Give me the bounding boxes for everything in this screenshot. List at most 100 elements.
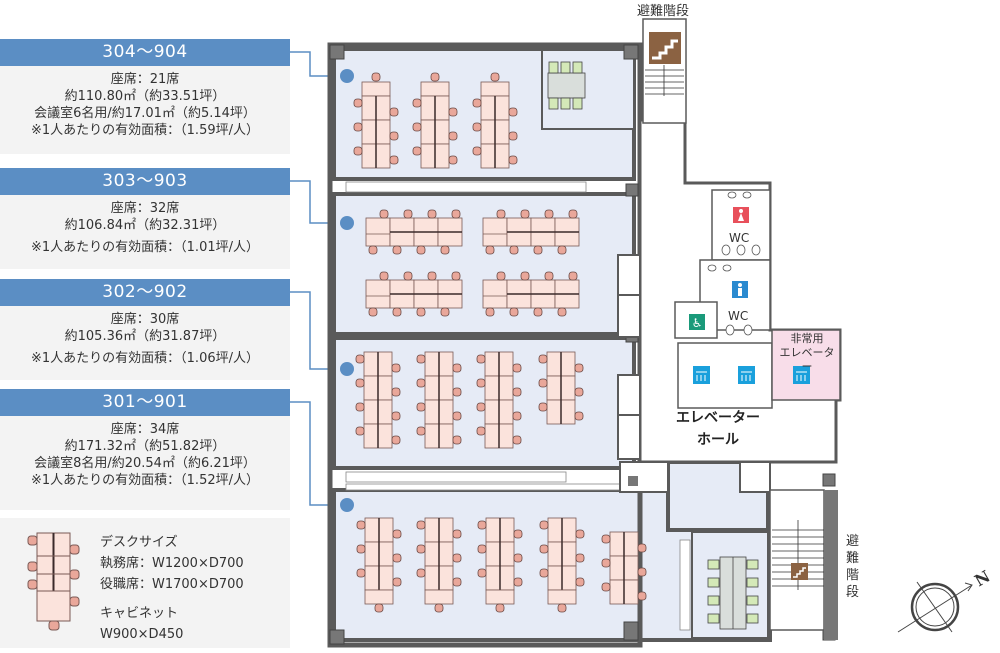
- chair: [539, 568, 549, 578]
- meeting-chair: [560, 97, 571, 110]
- chair: [416, 520, 426, 530]
- meeting-chair: [548, 61, 559, 74]
- stairs-side-label: 避難階段: [846, 534, 860, 600]
- chair: [427, 209, 437, 219]
- chair: [476, 426, 486, 436]
- meeting-chair: [746, 577, 759, 588]
- legend-title: デスクサイズ: [100, 535, 178, 550]
- unit-panel-301: 301〜901 座席：34席 約171.32㎡（約51.82坪） 会議室8名用/…: [0, 389, 290, 510]
- desk-legend: デスクサイズ 執務席：W1200×D700 役職席：W1700×D700 キャビ…: [0, 518, 290, 648]
- chair: [574, 411, 584, 421]
- legend-exec-desk: 役職席：W1700×D700: [100, 577, 244, 592]
- chair: [355, 354, 365, 364]
- chair: [452, 577, 462, 587]
- chair: [416, 378, 426, 388]
- unit-panel-304: 304〜904 座席：21席 約110.80㎡（約33.51坪） 会議室6名用/…: [0, 39, 290, 154]
- chair: [416, 307, 426, 317]
- seat-count: 座席：21席: [110, 72, 180, 87]
- unit-title: 302〜902: [0, 279, 290, 306]
- chair: [520, 271, 530, 281]
- chair: [389, 131, 399, 141]
- meeting-chair: [707, 577, 720, 588]
- chair: [539, 520, 549, 530]
- unit-details: 座席：30席 約105.36㎡（約31.87坪） ※1人あたりの有効面積：（1.…: [0, 306, 290, 380]
- unit-panel-303: 303〜903 座席：32席 約106.84㎡（約32.31坪） ※1人あたりの…: [0, 168, 290, 269]
- area: 約171.32㎡（約51.82坪）: [64, 439, 226, 454]
- chair: [452, 363, 462, 373]
- chair: [476, 378, 486, 388]
- chair: [356, 544, 366, 554]
- cabinet: [361, 81, 391, 97]
- chair: [513, 553, 523, 563]
- chair: [496, 209, 506, 219]
- chair: [392, 577, 402, 587]
- chair: [371, 72, 381, 82]
- chair: [403, 209, 413, 219]
- chair: [412, 146, 422, 156]
- chair: [568, 209, 578, 219]
- chair: [508, 155, 518, 165]
- chair: [451, 271, 461, 281]
- chair: [416, 544, 426, 554]
- chair: [533, 307, 543, 317]
- chair: [512, 435, 522, 445]
- chair: [416, 568, 426, 578]
- chair: [355, 378, 365, 388]
- desk: [482, 279, 508, 309]
- chair: [538, 378, 548, 388]
- elevator-hall-label: エレベーター ホール: [676, 410, 760, 448]
- chair: [509, 245, 519, 255]
- meeting-table: [547, 72, 586, 99]
- wc-label-female: WC: [729, 231, 750, 245]
- area: 約106.84㎡（約32.31坪）: [64, 218, 226, 233]
- chair: [440, 307, 450, 317]
- chair: [434, 603, 444, 613]
- chair: [472, 122, 482, 132]
- chair: [637, 567, 647, 577]
- unit-details: 座席：34席 約171.32㎡（約51.82坪） 会議室8名用/約20.54㎡（…: [0, 416, 290, 510]
- cabinet-rows: [345, 181, 691, 631]
- chair: [356, 520, 366, 530]
- chair: [508, 131, 518, 141]
- chair: [412, 122, 422, 132]
- chair: [389, 155, 399, 165]
- marker-301: [340, 498, 354, 512]
- chair: [601, 582, 611, 592]
- chair: [368, 245, 378, 255]
- chair: [495, 603, 505, 613]
- chair: [452, 411, 462, 421]
- chair: [356, 568, 366, 578]
- chair: [353, 146, 363, 156]
- stairs-top-label: 避難階段: [637, 4, 690, 19]
- area-per-person: ※1人あたりの有効面積：（1.59坪/人）: [31, 123, 259, 138]
- legend-cabinet-size: W900×D450: [100, 627, 184, 642]
- chair: [490, 72, 500, 82]
- core: ♿: [617, 18, 842, 640]
- desk: [482, 217, 508, 247]
- unit-title: 303〜903: [0, 168, 290, 195]
- chair: [544, 209, 554, 219]
- svg-text:♿: ♿: [692, 316, 703, 330]
- chair: [353, 98, 363, 108]
- seat-count: 座席：32席: [110, 201, 180, 216]
- chair: [601, 534, 611, 544]
- chair: [416, 402, 426, 412]
- chair: [568, 271, 578, 281]
- meeting-chair: [572, 61, 583, 74]
- chair: [476, 402, 486, 412]
- chair: [574, 363, 584, 373]
- chair: [430, 72, 440, 82]
- chair: [392, 307, 402, 317]
- unit-markers: [340, 69, 354, 512]
- chair: [379, 271, 389, 281]
- chair: [544, 271, 554, 281]
- chair: [472, 98, 482, 108]
- chair: [476, 354, 486, 364]
- chair: [452, 435, 462, 445]
- chair: [574, 387, 584, 397]
- chair: [391, 435, 401, 445]
- chair: [452, 553, 462, 563]
- chair: [374, 603, 384, 613]
- meeting-chair: [746, 595, 759, 606]
